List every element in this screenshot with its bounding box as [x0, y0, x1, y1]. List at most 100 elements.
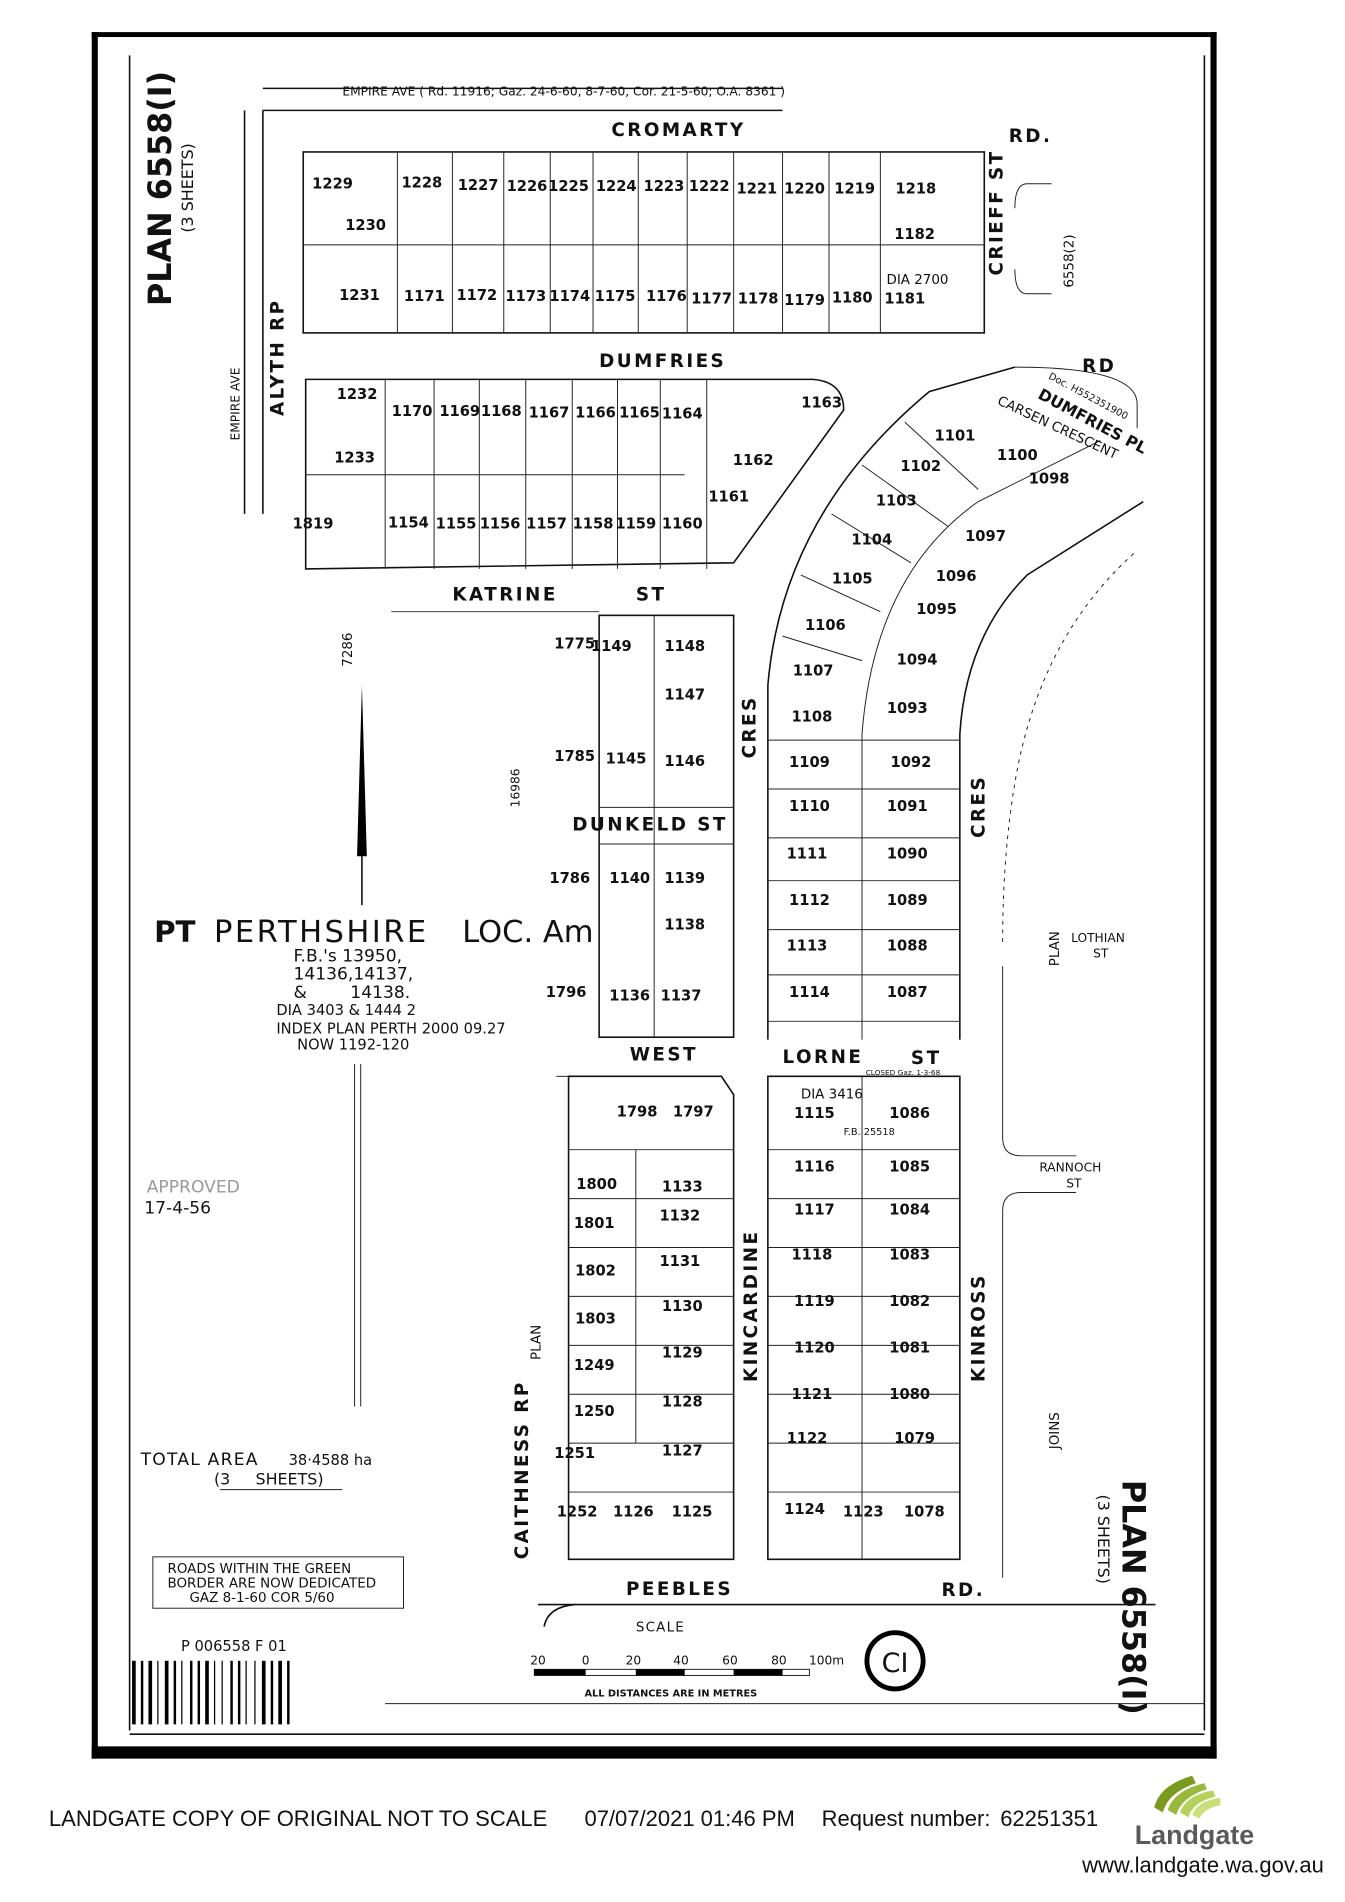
landgate-brand: Landgate	[1135, 1820, 1255, 1850]
lot-number: 1797	[673, 1104, 714, 1121]
road-joins: JOINS	[1048, 1412, 1063, 1450]
lot-number: 1124	[784, 1501, 825, 1518]
lot-number: 1112	[789, 892, 830, 909]
road-west: WEST	[630, 1044, 698, 1065]
barcode-bar	[245, 1660, 247, 1725]
road-plan-left: PLAN	[529, 1325, 544, 1360]
barcode-bar	[173, 1660, 177, 1725]
lot-number: 1108	[791, 709, 832, 726]
roads-note-1: ROADS WITHIN THE GREEN	[168, 1562, 352, 1577]
lot-number: 1167	[529, 404, 570, 421]
lot-number: 1094	[897, 651, 938, 668]
distances-note: ALL DISTANCES ARE IN METRES	[584, 1688, 757, 1699]
approved-stamp: APPROVED	[147, 1177, 240, 1197]
lot-number: 1251	[554, 1445, 595, 1462]
lot-number: 1161	[708, 489, 749, 506]
lot-number: 1127	[662, 1442, 703, 1459]
lot-number: 1095	[916, 601, 957, 618]
index-plan: INDEX PLAN PERTH 2000 09.27	[276, 1021, 505, 1038]
lot-number: 1182	[894, 226, 935, 243]
barcode-bar	[148, 1660, 153, 1725]
barcode-bar	[197, 1660, 201, 1725]
road-lothian-st: ST	[1093, 947, 1109, 961]
lot-number: 1089	[887, 892, 928, 909]
lot-number: 1121	[791, 1386, 832, 1403]
lot-number: 1136	[609, 988, 650, 1005]
roads-note-3: GAZ 8-1-60 COR 5/60	[190, 1591, 335, 1606]
road-rannoch-st: ST	[1066, 1177, 1082, 1191]
lot-number: 1109	[789, 754, 830, 771]
barcode-bar	[190, 1660, 193, 1725]
lot-number: 1249	[574, 1357, 615, 1374]
barcode-bar	[261, 1660, 266, 1725]
lot-number: 1113	[787, 937, 828, 954]
road-cromarty: CROMARTY	[611, 120, 745, 141]
scale-tick-label: 20	[626, 1653, 642, 1667]
footer-datetime: 07/07/2021 01:46 PM	[584, 1806, 794, 1831]
footer-request-number: 62251351	[1000, 1806, 1098, 1831]
lot-number: 1159	[615, 516, 656, 533]
lot-number: 1219	[834, 181, 875, 198]
lot-number: 1129	[662, 1345, 703, 1362]
lot-number: 1088	[887, 937, 928, 954]
scale-tick-label: 100m	[809, 1653, 844, 1667]
lot-number: 1173	[505, 288, 546, 305]
lot-number: 1785	[554, 748, 595, 765]
lot-number: 1796	[546, 984, 587, 1001]
lot-number: 1130	[662, 1298, 703, 1315]
lot-boundary	[904, 421, 979, 490]
road-dumfries-rd: RD	[1082, 356, 1116, 377]
lot-number: 1226	[507, 178, 548, 195]
field-books-3: & 14138.	[293, 983, 410, 1003]
lot-number: 1125	[672, 1504, 713, 1521]
plan-sheets: (3 SHEETS)	[178, 143, 197, 232]
lot-number: 1160	[662, 516, 703, 533]
lot-number: 1162	[733, 452, 774, 469]
fb-25518: F.B. 25518	[844, 1127, 895, 1138]
road-kinross: KINROSS	[968, 1273, 989, 1382]
lot-number: 1231	[339, 287, 380, 304]
lot-number: 1156	[480, 516, 521, 533]
lot-number: 1116	[794, 1159, 835, 1176]
lot-number: 1158	[573, 516, 614, 533]
total-area-value: 38·4588 ha	[289, 1452, 373, 1469]
lot-number: 1180	[832, 289, 873, 306]
road-cres-left: CRES	[740, 695, 761, 758]
landgate-url-link[interactable]: www.landgate.wa.gov.au	[1081, 1852, 1324, 1877]
lot-number: 1138	[664, 917, 705, 934]
lot-number: 1218	[895, 181, 936, 198]
lot-number: 1177	[691, 291, 732, 308]
lot-number: 1119	[794, 1293, 835, 1310]
lot-number: 1148	[664, 638, 705, 655]
lot-number: 1083	[889, 1247, 930, 1264]
road-peebles-rd: RD.	[942, 1580, 986, 1601]
lot-number: 1154	[388, 514, 429, 531]
road-rannoch: RANNOCH	[1039, 1161, 1101, 1175]
road-cromarty-rd: RD.	[1009, 126, 1053, 147]
lot-number: 1252	[557, 1504, 598, 1521]
ci-mark: CI	[882, 1648, 909, 1679]
empire-ave: EMPIRE AVE ( Rd. 11916; Gaz. 24-6-60, 8-…	[229, 85, 785, 514]
total-sheets: (3 SHEETS)	[214, 1470, 324, 1489]
dia-2700: DIA 2700	[886, 273, 948, 288]
lot-number: 1224	[596, 178, 637, 195]
landgate-logo-icon	[1154, 1775, 1221, 1819]
block-lines	[302, 151, 1156, 1627]
lot-number: 1097	[965, 528, 1006, 545]
lot-number: 1798	[617, 1104, 658, 1121]
barcode-bar	[157, 1660, 159, 1725]
lot-number: 1223	[644, 178, 685, 195]
scan-border	[91, 32, 1217, 1759]
lot-number: 1147	[664, 687, 705, 704]
landgate-url[interactable]: www.landgate.wa.gov.au	[1081, 1852, 1324, 1877]
dia-3416: DIA 3416	[801, 1087, 863, 1102]
lot-number: 1157	[526, 516, 567, 533]
road-peebles: PEEBLES	[626, 1579, 733, 1600]
lot-number: 1096	[936, 568, 977, 585]
empire-ave-label: EMPIRE AVE	[229, 368, 243, 441]
empire-note: EMPIRE AVE ( Rd. 11916; Gaz. 24-6-60, 8-…	[342, 85, 785, 99]
field-books-2: 14136,14137,	[293, 965, 413, 985]
roads-note-2: BORDER ARE NOW DEDICATED	[168, 1576, 377, 1591]
lot-number: 1115	[794, 1105, 835, 1122]
